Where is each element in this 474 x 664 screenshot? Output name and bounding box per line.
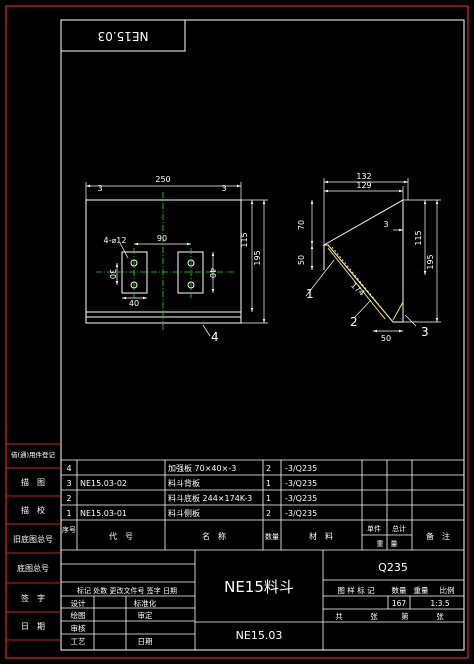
dim-side-height-inner: 115 <box>414 230 423 245</box>
bom-cell-material: -3/Q235 <box>285 464 317 473</box>
stage-header: 图 样 标 记 <box>337 585 375 595</box>
front-view <box>85 199 242 324</box>
bom-cell-code: NE15.03-01 <box>80 509 127 518</box>
revision-header: 标记 处数 更改文件号 签字 日期 <box>77 586 177 595</box>
front-outline <box>85 199 242 324</box>
right-slot <box>177 251 204 294</box>
side-label-3: 旧底图总号 <box>13 534 53 544</box>
bom-header-code: 代 号 <box>109 531 133 541</box>
bom-header-unit: 单件 <box>367 524 381 533</box>
weight-header: 数量 <box>392 585 407 595</box>
dim-front-height-inner: 115 <box>240 232 249 247</box>
side-label-5: 签 字 <box>21 593 45 603</box>
inner-border <box>60 19 465 651</box>
bom-cell-material: -3/Q235 <box>285 494 317 503</box>
bom-grid <box>61 459 464 551</box>
dim-front-hole-vertical: 30 <box>108 269 117 279</box>
bom-cell-name: 加强板 70×40×-3 <box>168 463 236 473</box>
hole-callout: 4-⌀12 <box>104 236 127 245</box>
dim-side-top-inner: 129 <box>356 181 371 190</box>
left-slot <box>121 251 148 294</box>
bom-cell-material: -3/Q235 <box>285 479 317 488</box>
bom-cell-qty: 1 <box>266 494 271 503</box>
role-left-2: 审核 <box>71 623 86 633</box>
role-left-0: 设计 <box>71 598 86 608</box>
side-label-0: 借(通)用件登记 <box>11 450 56 459</box>
bom-cell-no: 3 <box>66 479 71 488</box>
bom-cell-code: NE15.03-02 <box>80 479 127 488</box>
side-strip <box>6 443 61 641</box>
bom-header-qty: 数量 <box>265 532 279 541</box>
bom-cell-no: 4 <box>66 464 71 473</box>
dim-side-height-total: 195 <box>426 254 435 269</box>
role-left-3: 工艺 <box>71 637 86 646</box>
balloon-2: 2 <box>350 315 358 329</box>
dim-front-height-total: 195 <box>253 250 262 265</box>
bom-cell-qty: 1 <box>266 479 271 488</box>
dim-front-slot-width: 40 <box>129 299 139 308</box>
bom-cell-qty: 2 <box>266 464 271 473</box>
weight2-header: 重量 <box>414 586 429 595</box>
role-right-0: 标准化 <box>134 598 157 608</box>
side-label-1: 描 图 <box>21 477 45 487</box>
dim-front-left-edge: 3 <box>97 184 102 193</box>
dim-front-right-edge: 3 <box>221 184 226 193</box>
role-right-1: 审定 <box>138 610 153 620</box>
bom-cell-no: 2 <box>66 494 71 503</box>
flipped-code: NE15.03 <box>98 29 149 43</box>
weight-value: 167 <box>392 599 407 608</box>
side-label-6: 日 期 <box>21 622 45 631</box>
sheet-unit: 张 <box>370 612 378 621</box>
balloon-1: 1 <box>306 287 314 301</box>
bom-cell-name: 料斗底板 244×174K-3 <box>168 493 252 503</box>
scale-value: 1:3.5 <box>430 599 449 608</box>
title-block-grid <box>61 550 464 650</box>
drawing-code: NE15.03 <box>236 629 283 642</box>
dim-side-top-outer: 132 <box>356 172 371 181</box>
side-label-4: 底图总号 <box>17 563 49 573</box>
bom-cell-name: 料斗侧板 <box>168 508 200 518</box>
material-label: Q235 <box>378 561 408 574</box>
bom-header-total: 总计 <box>392 524 406 533</box>
sheet-no: 第 <box>401 611 409 621</box>
bom-header-name: 名 称 <box>202 531 226 541</box>
bom-cell-name: 料斗背板 <box>168 478 200 488</box>
dim-side-small: 3 <box>383 220 388 229</box>
bom-header-weight: 重 量 <box>377 540 398 548</box>
dim-front-hole-spacing: 90 <box>157 234 167 243</box>
outer-border <box>5 5 469 659</box>
balloon-4: 4 <box>211 330 219 344</box>
bom-cell-material: -3/Q235 <box>285 509 317 518</box>
dim-front-overall: 250 <box>155 175 170 184</box>
dim-side-bottom: 50 <box>381 334 391 343</box>
side-dimensions <box>305 178 441 333</box>
sheet-total: 共 <box>335 612 343 621</box>
side-view <box>322 199 404 323</box>
side-label-2: 描 校 <box>21 505 45 515</box>
dim-side-left-upper: 70 <box>297 220 306 230</box>
bom-cell-no: 1 <box>66 509 71 518</box>
dim-side-diagonal: 174 <box>349 281 366 298</box>
role-left-1: 绘图 <box>71 610 86 620</box>
front-dimensions <box>85 182 268 337</box>
bom-header-no: 序号 <box>62 525 76 534</box>
bom-header-remark: 备 注 <box>426 531 450 541</box>
front-centerlines <box>96 192 236 330</box>
flipped-code-box: NE15.03 <box>60 19 186 52</box>
sheet-unit2: 张 <box>436 612 444 621</box>
dim-side-left-lower: 50 <box>297 255 306 265</box>
drawing-title: NE15料斗 <box>224 578 294 596</box>
dim-front-slot-height: 40 <box>208 268 217 278</box>
balloon-3: 3 <box>421 325 429 339</box>
side-outline <box>322 199 404 323</box>
bom-cell-qty: 2 <box>266 509 271 518</box>
bom-header-material: 材 料 <box>309 531 333 541</box>
scale-header: 比例 <box>440 585 455 595</box>
role-right-3: 日期 <box>138 637 153 646</box>
